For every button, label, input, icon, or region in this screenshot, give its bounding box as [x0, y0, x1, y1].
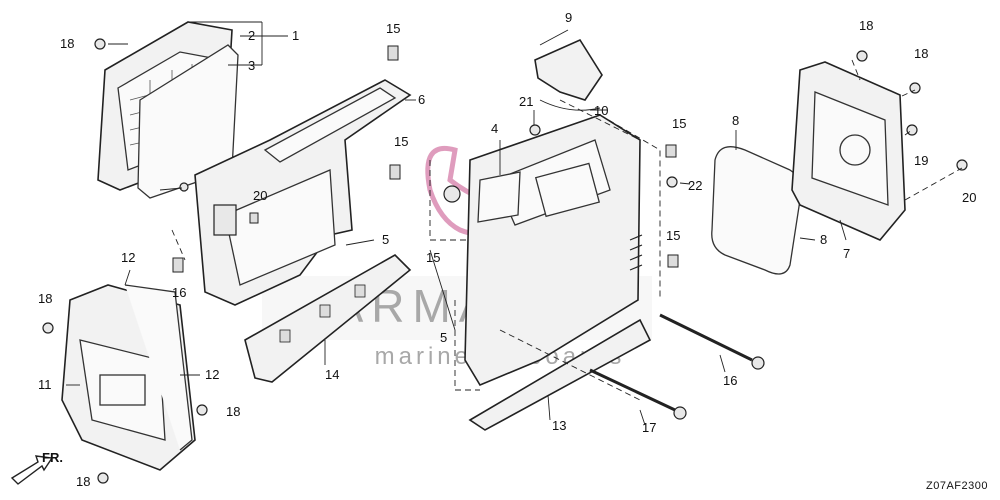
rear-cover-assembly	[97, 21, 239, 199]
lower-rail	[468, 318, 652, 431]
callout-number: 12	[121, 250, 135, 265]
front-panel-assembly	[61, 284, 196, 471]
callout-number: 22	[688, 178, 702, 193]
callout-number: 20	[962, 190, 976, 205]
front-arrow: FR.	[10, 450, 63, 485]
reference-lines	[171, 59, 963, 401]
diagram-code: Z07AF2300	[926, 480, 988, 492]
callout-labels: 1234556788910111212131415151515151616171…	[38, 10, 976, 489]
callout-number: 6	[418, 92, 425, 107]
callout-number: 8	[732, 113, 739, 128]
callout-number: 5	[440, 330, 447, 345]
clips	[172, 45, 679, 273]
callout-number: 16	[723, 373, 737, 388]
front-arrow-label: FR.	[42, 450, 63, 465]
callout-number: 17	[642, 420, 656, 435]
callout-number: 14	[325, 367, 339, 382]
callout-number: 16	[172, 285, 186, 300]
callout-number: 19	[914, 153, 928, 168]
callout-number: 18	[226, 404, 240, 419]
callout-number: 5	[382, 232, 389, 247]
callout-number: 18	[76, 474, 90, 489]
long-bolts	[589, 313, 765, 420]
maintenance-cover	[791, 61, 906, 241]
cap	[534, 38, 603, 101]
side-cover	[443, 114, 643, 387]
callout-number: 8	[820, 232, 827, 247]
front-arrow-icon	[10, 455, 54, 485]
callout-number: 3	[248, 58, 255, 73]
callout-number: 18	[859, 18, 873, 33]
callout-number: 18	[914, 46, 928, 61]
lower-cover	[244, 254, 412, 383]
callout-number: 18	[38, 291, 52, 306]
callout-number: 11	[38, 377, 52, 392]
callout-number: 4	[491, 121, 498, 136]
frame-with-handle	[194, 79, 412, 306]
callout-number: 20	[253, 188, 267, 203]
callout-number: 10	[594, 103, 608, 118]
small-bolts	[42, 38, 968, 484]
callout-number: 15	[386, 21, 400, 36]
callout-number: 15	[394, 134, 408, 149]
callout-number: 15	[666, 228, 680, 243]
callout-number: 15	[426, 250, 440, 265]
callout-number: 18	[60, 36, 74, 51]
callout-number: 21	[519, 94, 533, 109]
callout-number: 15	[672, 116, 686, 131]
callout-number: 2	[248, 28, 255, 43]
seal-ring	[711, 146, 802, 275]
callout-number: 13	[552, 418, 566, 433]
callout-number: 12	[205, 367, 219, 382]
wire	[539, 99, 601, 111]
leader-lines	[66, 21, 847, 426]
callout-number: 7	[843, 246, 850, 261]
callout-number: 9	[565, 10, 572, 25]
callout-number: 1	[292, 28, 299, 43]
